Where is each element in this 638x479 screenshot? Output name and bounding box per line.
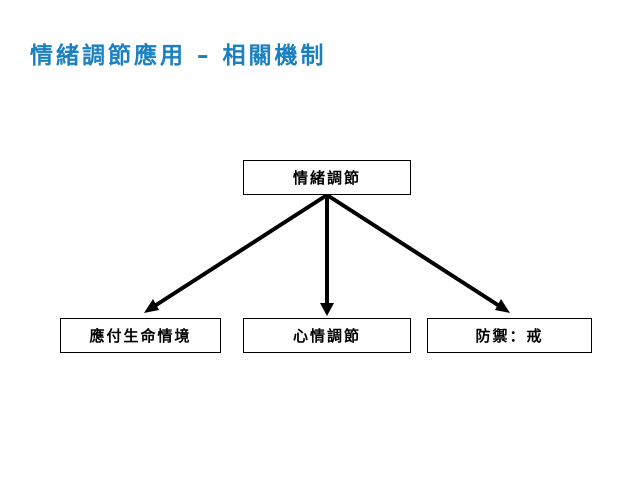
- child-node-label: 心情調節: [292, 327, 361, 345]
- child-node-coping: 應付生命情境: [60, 318, 221, 353]
- arrow-to-left-node: [151, 193, 329, 309]
- arrowhead-left: [144, 299, 159, 313]
- child-node-defense: 防禦：戒: [427, 318, 592, 353]
- arrow-to-right-node: [325, 193, 503, 309]
- child-node-label: 應付生命情境: [89, 327, 192, 345]
- child-node-label: 防禦：戒: [475, 327, 544, 345]
- arrowhead-right: [495, 299, 510, 313]
- root-node-label: 情緒調節: [292, 169, 361, 187]
- arrowhead-mid: [320, 303, 334, 316]
- root-node: 情緒調節: [243, 160, 411, 195]
- page-title: 情緒調節應用 – 相關機制: [30, 43, 327, 69]
- child-node-mood: 心情調節: [243, 318, 411, 353]
